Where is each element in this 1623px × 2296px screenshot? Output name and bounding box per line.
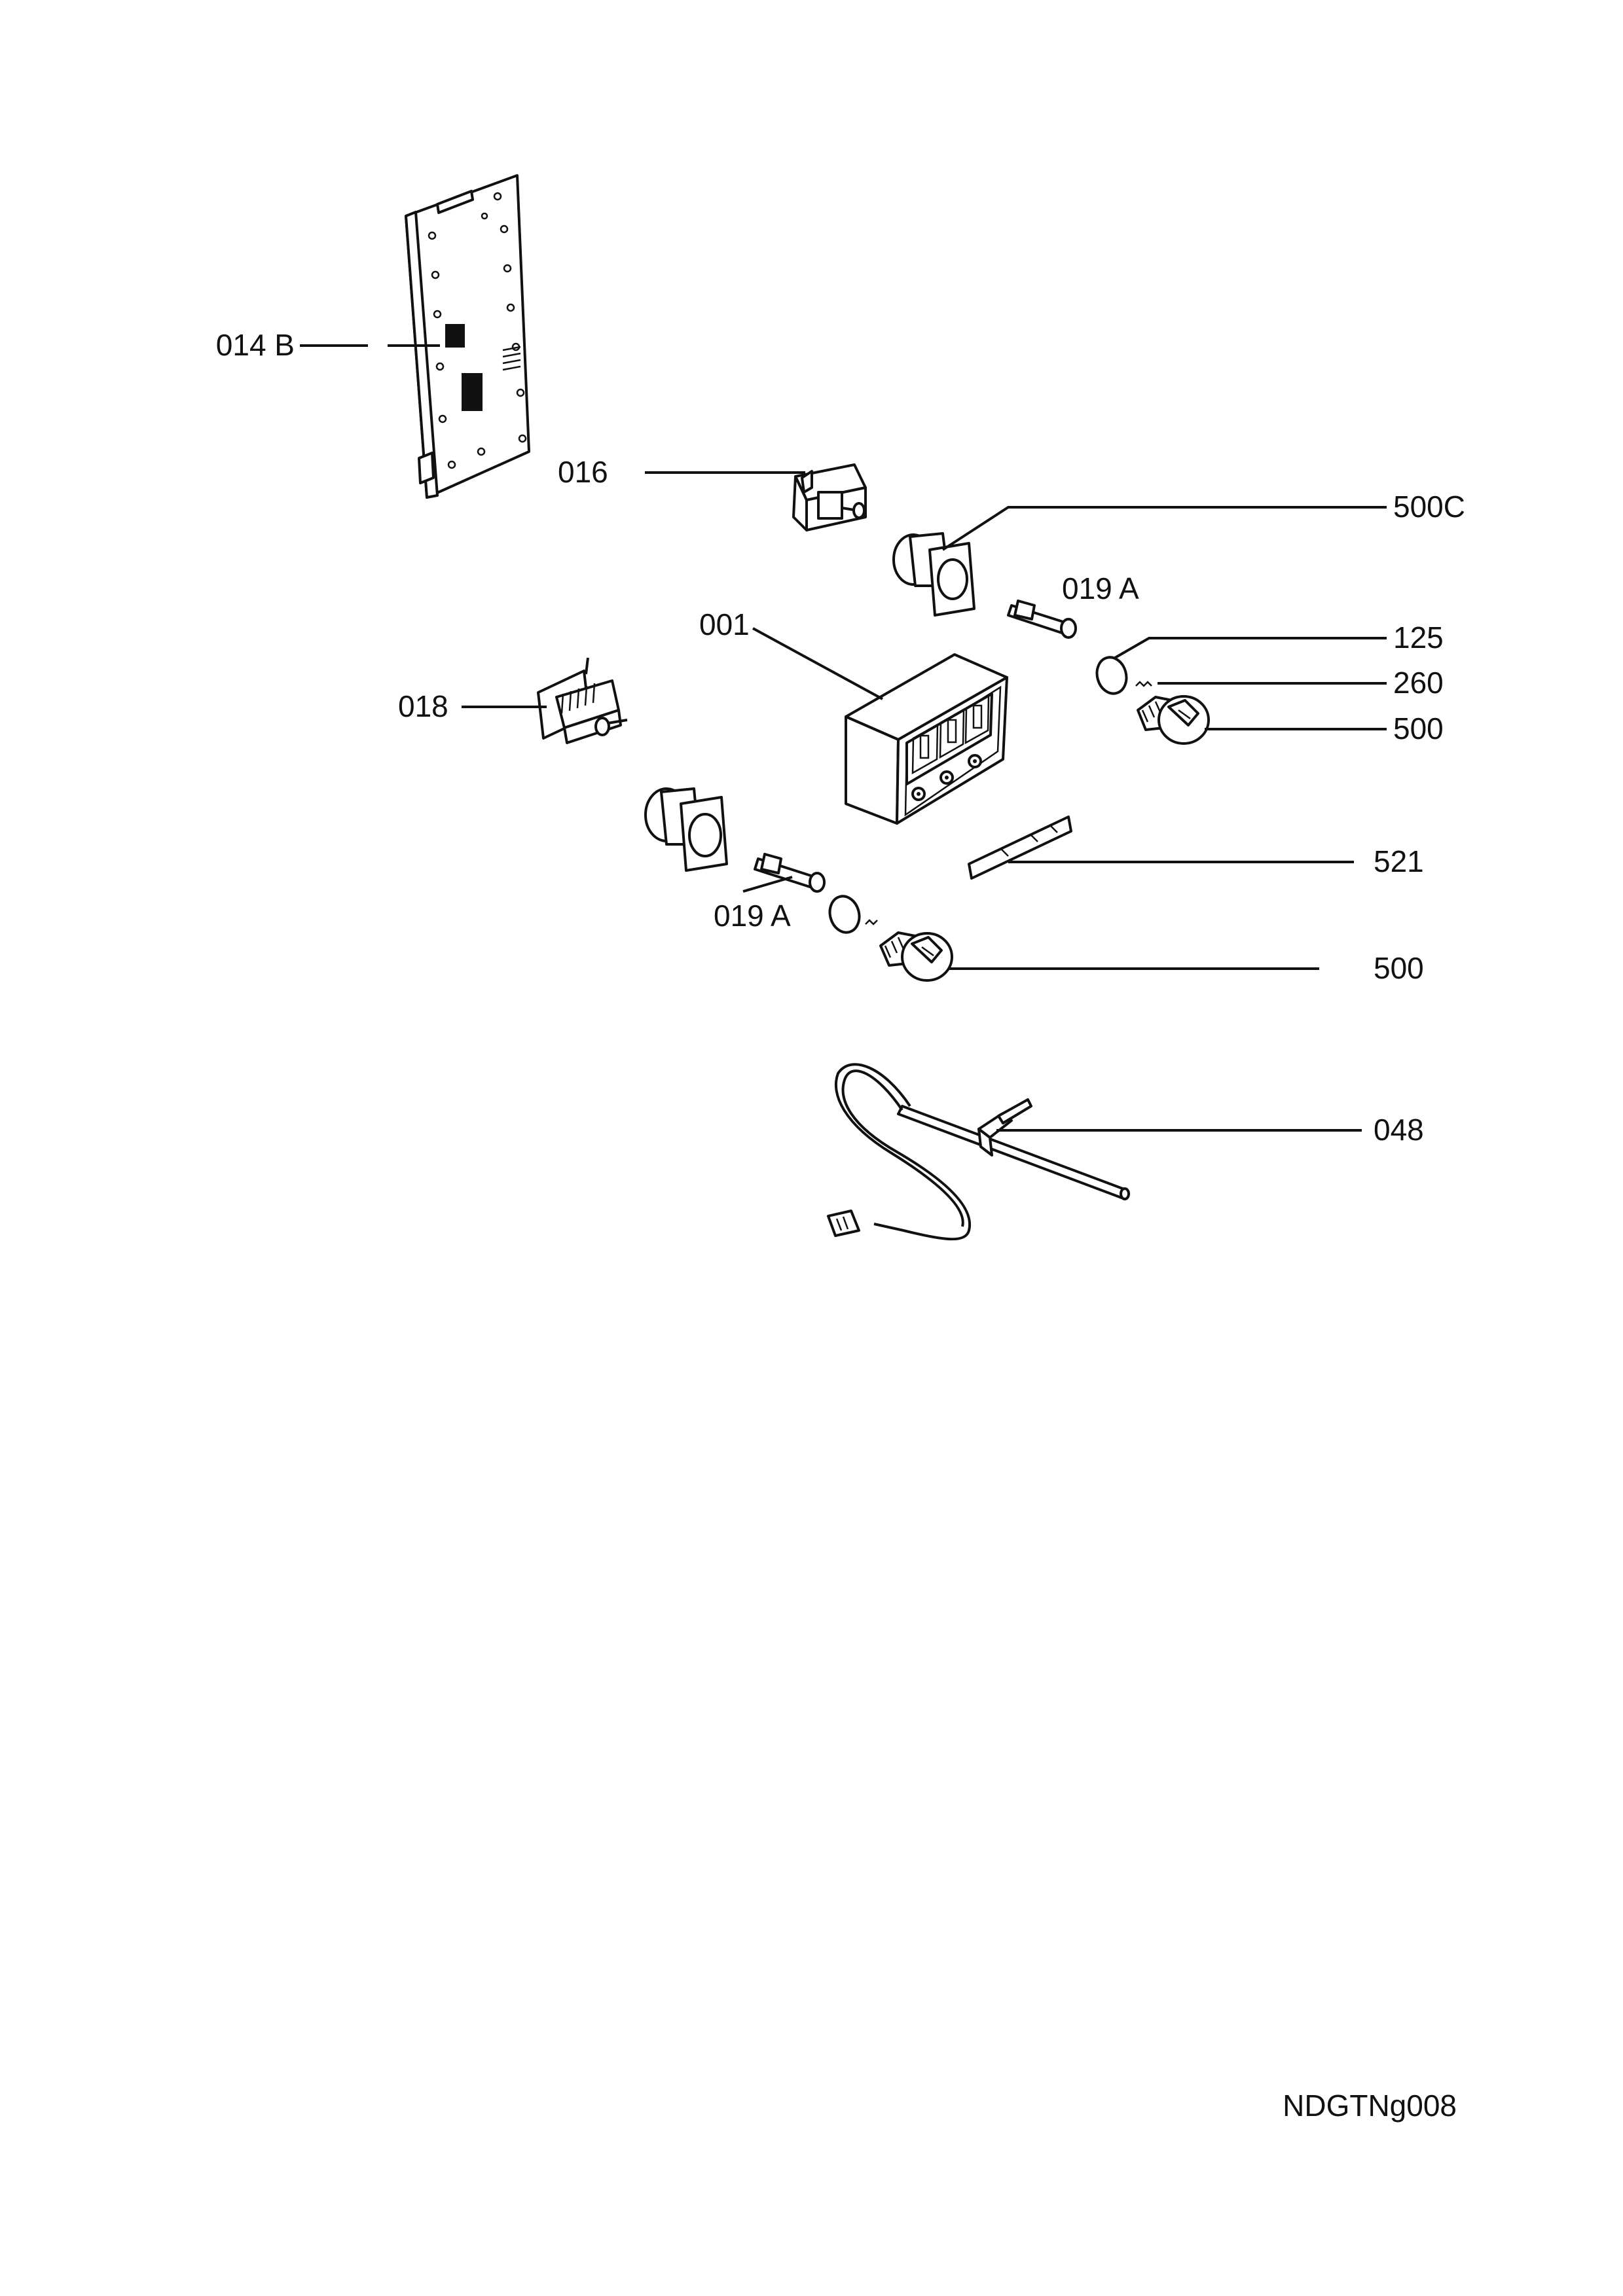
- trim-strip-part-521: [968, 816, 1072, 880]
- label-019a-lower: 019 A: [714, 899, 791, 933]
- indicator-upper-part-019a: [1007, 600, 1077, 639]
- lamp-holder-lower: [644, 787, 728, 872]
- drawing-code: NDGTNg008: [1283, 2089, 1457, 2123]
- leader-500c: [941, 506, 1387, 551]
- ring-part-125: [1095, 656, 1128, 695]
- label-048: 048: [1374, 1113, 1424, 1147]
- ring-lower: [828, 895, 861, 934]
- label-019a-upper: 019 A: [1062, 571, 1139, 605]
- leader-001: [752, 627, 883, 700]
- label-500-lower: 500: [1374, 951, 1424, 985]
- lamp-holder-upper-part-500c: [892, 532, 976, 617]
- label-500c: 500C: [1393, 490, 1465, 524]
- label-500-upper: 500: [1393, 711, 1444, 745]
- label-014b: 014 B: [216, 328, 295, 362]
- label-521: 521: [1374, 844, 1424, 878]
- indicator-lower-part-019a: [754, 853, 826, 893]
- label-001: 001: [699, 607, 750, 641]
- switch-part-016: [792, 463, 867, 531]
- knob-lower-part-500: [879, 931, 953, 982]
- label-016: 016: [558, 455, 608, 489]
- label-125: 125: [1393, 620, 1444, 655]
- display-timer-part-001: [845, 653, 1008, 825]
- spring-lower: [865, 919, 878, 925]
- selector-part-018: [537, 657, 628, 744]
- spring-part-260: [1135, 681, 1152, 687]
- leader-019a-lower: [742, 876, 793, 893]
- leader-125: [1114, 637, 1387, 659]
- pcb-part-014b: [405, 174, 530, 499]
- knob-upper-part-500: [1137, 695, 1210, 745]
- label-260: 260: [1393, 666, 1444, 700]
- meat-probe-part-048: [827, 1063, 1130, 1241]
- label-018: 018: [398, 689, 448, 723]
